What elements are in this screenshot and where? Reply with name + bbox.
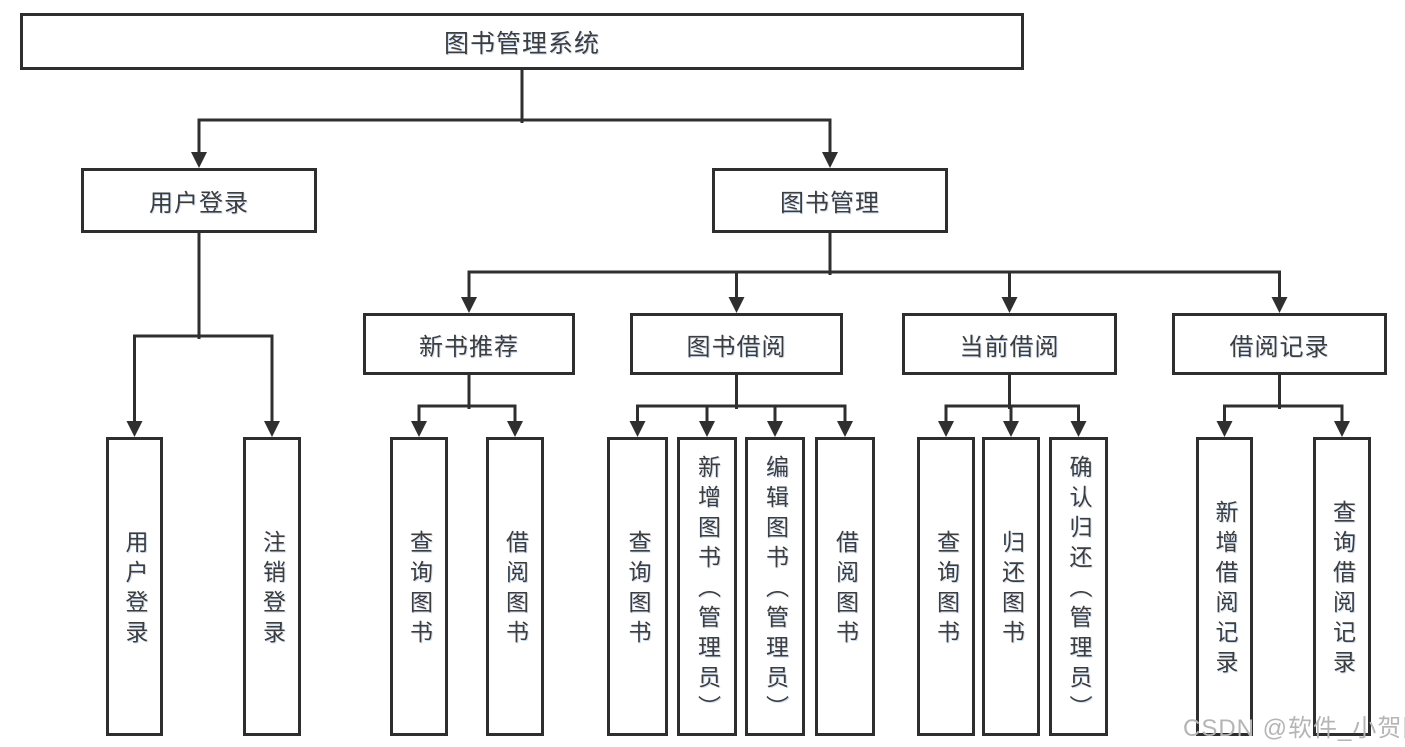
arrow-down-icon bbox=[411, 421, 427, 437]
leaf-return-book: 归还图书 bbox=[982, 437, 1040, 736]
arrow-down-icon bbox=[1271, 297, 1288, 313]
arrow-down-icon bbox=[728, 297, 745, 313]
node-book-borrow: 图书借阅 bbox=[630, 313, 843, 375]
arrow-down-icon bbox=[767, 421, 783, 437]
arrow-down-icon bbox=[1216, 421, 1233, 437]
leaf-query-books-current: 查询图书 bbox=[917, 437, 975, 736]
arrow-down-icon bbox=[191, 152, 207, 168]
csdn-watermark: CSDN @软件_小贺同学 bbox=[1183, 715, 1405, 742]
arrow-down-icon bbox=[1001, 297, 1018, 313]
leaf-user-login: 用户登录 bbox=[106, 437, 163, 736]
arrow-down-icon bbox=[822, 152, 838, 168]
branch-book-borrow bbox=[629, 373, 853, 437]
node-user-login: 用户登录 bbox=[81, 168, 317, 233]
leaf-confirm-return-admin: 确认归还（管理员） bbox=[1049, 437, 1108, 736]
branch-book-management bbox=[461, 231, 1288, 313]
leaf-edit-book-admin: 编辑图书（管理员） bbox=[745, 437, 805, 736]
leaf-logout: 注销登录 bbox=[243, 437, 301, 736]
leaf-query-borrow-record: 查询借阅记录 bbox=[1313, 437, 1371, 736]
branch-root bbox=[191, 68, 838, 168]
node-current-borrow: 当前借阅 bbox=[902, 313, 1117, 375]
arrow-down-icon bbox=[264, 421, 280, 437]
arrow-down-icon bbox=[507, 421, 523, 437]
node-book-management: 图书管理 bbox=[712, 168, 948, 233]
arrow-down-icon bbox=[629, 421, 646, 437]
arrow-down-icon bbox=[461, 297, 477, 313]
arrow-down-icon bbox=[837, 421, 853, 437]
branch-borrow-records bbox=[1216, 373, 1350, 437]
branch-user-login bbox=[126, 231, 280, 437]
arrow-down-icon bbox=[1334, 421, 1350, 437]
branch-current-borrow bbox=[938, 373, 1087, 437]
arrow-down-icon bbox=[938, 421, 954, 437]
node-new-book-recommend: 新书推荐 bbox=[363, 313, 575, 375]
leaf-borrow-books: 借阅图书 bbox=[815, 437, 875, 736]
leaf-borrow-books-recommend: 借阅图书 bbox=[486, 437, 544, 736]
node-library-system: 图书管理系统 bbox=[20, 13, 1024, 70]
leaf-add-book-admin: 新增图书（管理员） bbox=[677, 437, 737, 736]
leaf-query-books-recommend: 查询图书 bbox=[390, 437, 448, 736]
branch-new-book-recommend bbox=[411, 373, 523, 437]
leaf-add-borrow-record: 新增借阅记录 bbox=[1196, 437, 1253, 736]
node-borrow-records: 借阅记录 bbox=[1172, 313, 1387, 375]
arrow-down-icon bbox=[699, 421, 715, 437]
leaf-query-books-borrow: 查询图书 bbox=[607, 437, 668, 736]
arrow-down-icon bbox=[1003, 421, 1019, 437]
arrow-down-icon bbox=[126, 421, 143, 437]
arrow-down-icon bbox=[1070, 421, 1087, 437]
